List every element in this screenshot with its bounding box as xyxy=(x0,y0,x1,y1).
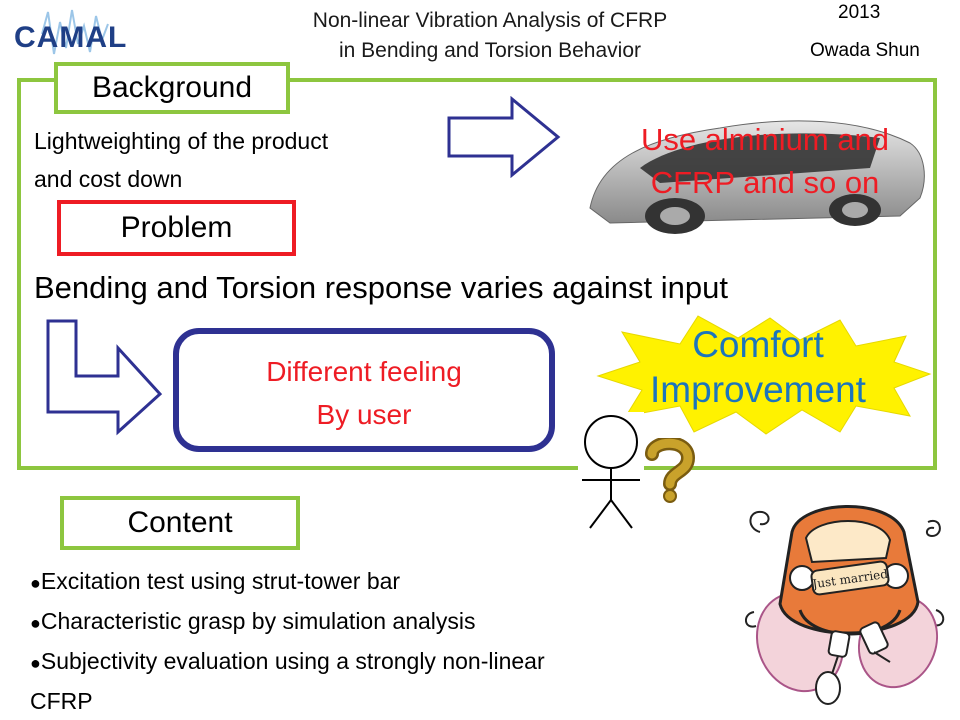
content-label: Content xyxy=(60,496,300,550)
comfort-line-2: Improvement xyxy=(650,369,866,410)
list-item: ●Subjectivity evaluation using a strongl… xyxy=(30,642,545,682)
problem-statement: Bending and Torsion response varies agai… xyxy=(34,270,728,305)
list-item: ●Excitation test using strut-tower bar xyxy=(30,562,545,602)
background-text-line-1: Lightweighting of the product xyxy=(34,128,329,154)
content-item-2: Characteristic grasp by simulation analy… xyxy=(40,608,476,634)
list-item: ●Characteristic grasp by simulation anal… xyxy=(30,602,545,642)
slide-title: Non-linear Vibration Analysis of CFRP in… xyxy=(250,6,730,66)
year-label: 2013 xyxy=(838,2,881,23)
bent-arrow-icon xyxy=(46,319,163,436)
material-line-2: CFRP and so on xyxy=(650,165,880,200)
material-solution-text: Use alminium and CFRP and so on xyxy=(600,118,930,204)
bullet-icon: ● xyxy=(30,653,41,673)
problem-label: Problem xyxy=(57,200,296,256)
question-mark-icon xyxy=(644,438,696,504)
user-feeling-box: Different feeling By user xyxy=(173,328,555,452)
content-item-1: Excitation test using strut-tower bar xyxy=(40,568,401,594)
list-item-continuation: CFRP xyxy=(30,682,545,720)
cartoon-car-image: Just married xyxy=(745,505,945,705)
bullet-icon: ● xyxy=(30,613,41,633)
car-image xyxy=(589,120,925,234)
feeling-line-2: By user xyxy=(316,399,412,430)
logo-text: CAMAL xyxy=(14,21,127,54)
camal-logo: CAMAL xyxy=(14,9,160,55)
background-text: Lightweighting of the product and cost d… xyxy=(34,122,328,198)
background-frame xyxy=(17,78,937,470)
stick-figure-icon xyxy=(578,412,644,529)
bullet-icon: ● xyxy=(30,573,41,593)
starburst-icon xyxy=(596,315,932,435)
comfort-improvement-text: Comfort Improvement xyxy=(608,322,908,412)
title-line-2: in Bending and Torsion Behavior xyxy=(339,39,641,62)
right-arrow-icon xyxy=(447,96,561,178)
background-label: Background xyxy=(54,62,290,114)
content-item-3: Subjectivity evaluation using a strongly… xyxy=(40,648,545,674)
material-line-1: Use alminium and xyxy=(640,122,890,157)
background-text-line-2: and cost down xyxy=(34,166,183,192)
feeling-line-1: Different feeling xyxy=(266,356,462,387)
content-list: ●Excitation test using strut-tower bar ●… xyxy=(30,562,545,720)
title-line-1: Non-linear Vibration Analysis of CFRP xyxy=(312,9,668,32)
content-item-3-continuation: CFRP xyxy=(30,688,93,714)
author-label: Owada Shun xyxy=(810,40,920,61)
comfort-line-1: Comfort xyxy=(692,324,824,365)
